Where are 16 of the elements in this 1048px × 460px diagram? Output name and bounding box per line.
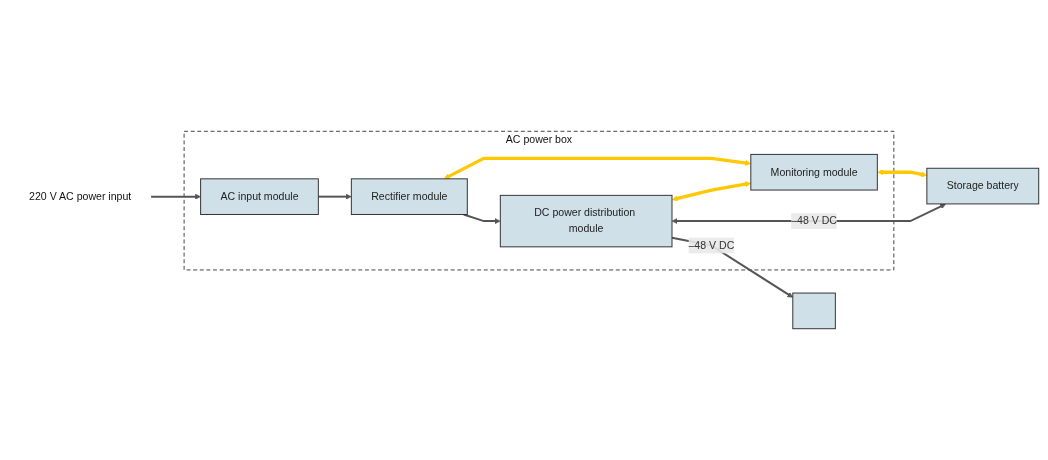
arrow [671, 236, 794, 298]
node-box: DC power distribution module [499, 194, 673, 248]
node-box: AC input module [200, 178, 319, 215]
arrow [672, 181, 752, 202]
arrow [877, 169, 928, 178]
edge-label: –48 V DC [688, 239, 735, 251]
edge-label: –48 V DC [791, 215, 837, 227]
arrow [150, 193, 201, 200]
arrow [462, 213, 501, 224]
arrow [317, 193, 352, 200]
node-text: 220 V AC power input [29, 190, 132, 202]
node-box: Rectifier module [350, 178, 468, 215]
arrow [443, 156, 752, 180]
node-box [792, 292, 836, 330]
node-box: Monitoring module [750, 153, 878, 191]
node-box: Storage battery [926, 167, 1040, 205]
